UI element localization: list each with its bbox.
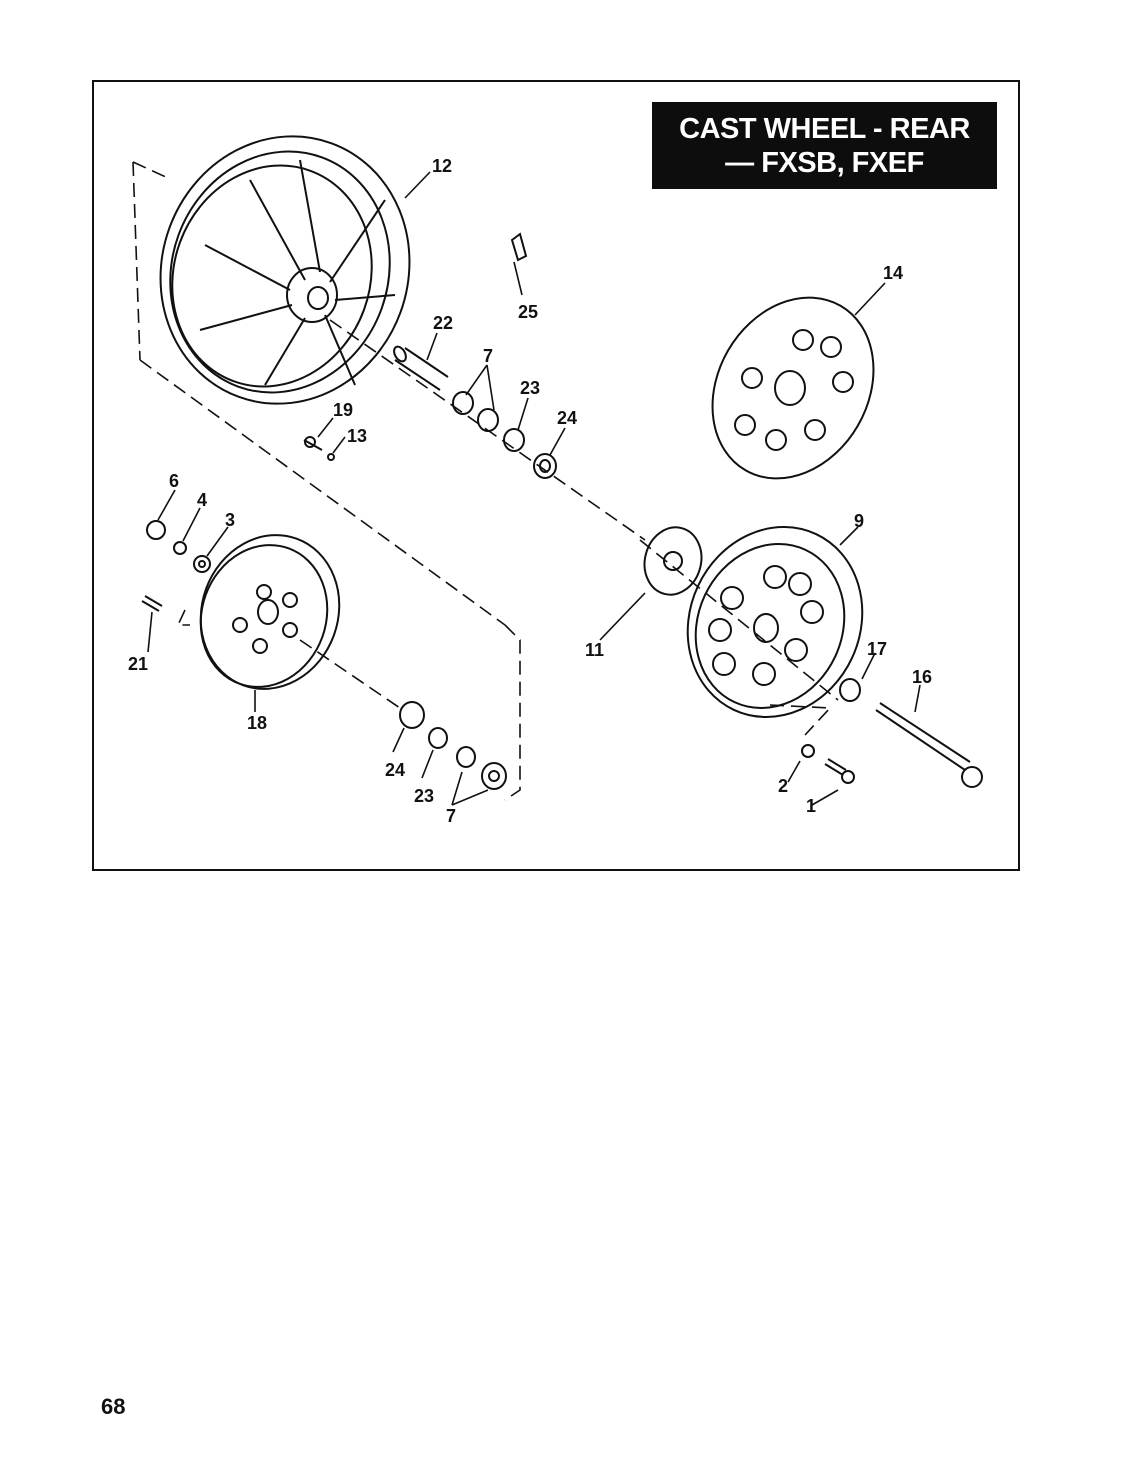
diagram-frame	[92, 80, 1020, 871]
callout-11: 11	[585, 640, 604, 660]
bolt-and-washer	[303, 436, 335, 461]
callout-6: 6	[169, 471, 179, 491]
drive-pulley	[686, 526, 864, 718]
callout-14: 14	[883, 263, 903, 283]
title-line-1: CAST WHEEL - REAR	[679, 113, 970, 145]
callout-17: 17	[867, 639, 887, 659]
lower-bearing-set	[399, 701, 507, 790]
callout-19: 19	[333, 400, 353, 420]
callout-16: 16	[912, 667, 932, 687]
leader-lines	[147, 171, 921, 806]
page-number: 68	[101, 1394, 126, 1419]
diagram-title-box: CAST WHEEL - REAR — FXSB, FXEF	[652, 102, 997, 189]
upper-bearing-set	[452, 391, 557, 479]
callout-18: 18	[247, 713, 267, 733]
brake-disc-nut-set	[146, 520, 211, 573]
callout-25: 25	[518, 302, 538, 322]
callout-21: 21	[128, 654, 148, 674]
callout-23-upper: 23	[520, 378, 540, 398]
brake-disc	[199, 534, 341, 690]
callout-labels: 12 25 14 22 7 23 24 19 13 6 4 3 21 18 9 …	[128, 156, 932, 826]
callout-24-lower: 24	[385, 760, 405, 780]
assembly-dashed-lines	[132, 161, 839, 801]
callout-9: 9	[854, 511, 864, 531]
brake-disc-bolt	[141, 595, 163, 612]
callout-7-upper: 7	[483, 346, 493, 366]
callout-24-upper: 24	[557, 408, 577, 428]
hub-adapter	[643, 526, 703, 596]
callout-1: 1	[806, 796, 816, 816]
callout-22: 22	[433, 313, 453, 333]
axle-and-spacer	[839, 678, 983, 788]
callout-12: 12	[432, 156, 452, 176]
cast-wheel	[159, 135, 411, 405]
balance-weight	[510, 232, 528, 262]
callout-2: 2	[778, 776, 788, 796]
callout-23-lower: 23	[414, 786, 434, 806]
callout-13: 13	[347, 426, 367, 446]
pulley-bolt	[801, 744, 855, 784]
callout-3: 3	[225, 510, 235, 530]
sprocket	[711, 296, 875, 480]
callout-4: 4	[197, 490, 207, 510]
title-line-2: — FXSB, FXEF	[725, 147, 924, 179]
spacer-tube	[393, 345, 449, 391]
callout-7-lower: 7	[446, 806, 456, 826]
